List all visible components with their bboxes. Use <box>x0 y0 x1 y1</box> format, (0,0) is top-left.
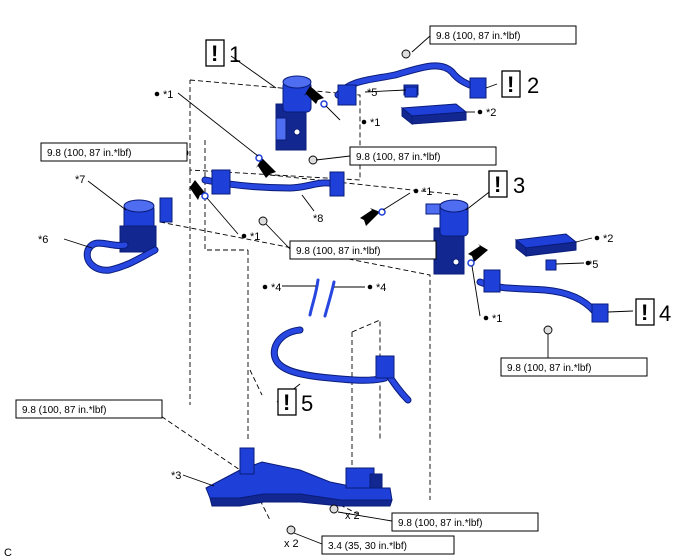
torque-label: 9.8 (100, 87 in.*lbf) <box>47 148 132 159</box>
torque-label: 9.8 (100, 87 in.*lbf) <box>356 152 441 163</box>
svg-text:!: ! <box>494 172 501 197</box>
svg-text:2: 2 <box>527 73 539 98</box>
callout-star6: *6 <box>38 234 48 246</box>
callout-star5: *5 <box>367 87 377 99</box>
torque-box-left: 9.8 (100, 87 in.*lbf) <box>40 142 188 162</box>
svg-text:!: ! <box>507 72 514 97</box>
torque-box-right: 9.8 (100, 87 in.*lbf) <box>500 357 648 377</box>
torque-box-center: 9.8 (100, 87 in.*lbf) <box>289 240 437 260</box>
callout-item-3: ! 3 <box>488 170 525 198</box>
solenoid-valve-1 <box>275 75 312 151</box>
star-callouts: *1 *1 *1 *1 *1 *2 *2 *3 *4 *4 *5 *5 *6 *… <box>38 87 613 482</box>
callout-star2: *2 <box>603 233 613 245</box>
torque-box-mid: 9.8 (100, 87 in.*lbf) <box>349 146 497 166</box>
quantity-label: x 2 <box>345 510 360 522</box>
o-rings-1 <box>201 100 475 267</box>
callout-item-4: ! 4 <box>635 298 671 326</box>
callout-star4: *4 <box>376 282 386 294</box>
torque-label: 9.8 (100, 87 in.*lbf) <box>22 405 107 416</box>
bracket-3 <box>205 447 393 507</box>
callout-star1: *1 <box>492 313 502 325</box>
callout-star1: *1 <box>163 89 173 101</box>
callout-star4: *4 <box>271 282 281 294</box>
svg-text:!: ! <box>641 300 648 325</box>
dashed-guide-lines <box>154 79 461 521</box>
pad-2-upper <box>400 103 468 126</box>
hoses-4 <box>308 278 336 318</box>
brake-pipe-6 <box>83 197 173 274</box>
torque-box-bottom-left: 9.8 (100, 87 in.*lbf) <box>15 399 163 419</box>
svg-text:!: ! <box>283 390 290 415</box>
svg-text:3: 3 <box>513 173 525 198</box>
brake-pipe-4 <box>476 269 609 323</box>
brake-pipe-5 <box>270 326 412 404</box>
clip-5-right <box>545 259 557 271</box>
svg-text:5: 5 <box>301 391 313 416</box>
clip-5-upper <box>404 86 418 98</box>
callout-star1: *1 <box>422 186 432 198</box>
torque-box-bottom: 9.8 (100, 87 in.*lbf) <box>391 512 539 532</box>
callout-item-2: ! 2 <box>501 70 539 98</box>
svg-text:!: ! <box>211 41 218 66</box>
callout-star7: *7 <box>75 174 85 186</box>
direction-arrows <box>188 86 488 262</box>
callout-item-1: ! 1 <box>205 39 241 67</box>
brake-pipe-2 <box>334 62 487 106</box>
svg-text:1: 1 <box>229 42 241 67</box>
callout-star3: *3 <box>171 470 181 482</box>
callout-star2: *2 <box>486 107 496 119</box>
quantity-label: x 2 <box>284 538 299 550</box>
callout-star5: *5 <box>588 259 598 271</box>
callout-star1: *1 <box>370 117 380 129</box>
brake-pipe-8 <box>201 169 345 197</box>
callout-star8: *8 <box>313 213 323 225</box>
torque-label: 9.8 (100, 87 in.*lbf) <box>436 31 521 42</box>
solenoid-valve-3 <box>425 199 469 275</box>
figure-corner-label: C <box>4 547 12 559</box>
torque-label: 9.8 (100, 87 in.*lbf) <box>398 518 483 529</box>
torque-label: 9.8 (100, 87 in.*lbf) <box>507 363 592 374</box>
torque-box-top: 9.8 (100, 87 in.*lbf) <box>429 25 577 45</box>
torque-label: 9.8 (100, 87 in.*lbf) <box>296 246 381 257</box>
torque-label-small: 3.4 (35, 30 in.*lbf) <box>328 541 407 552</box>
torque-box-bottom-small: 3.4 (35, 30 in.*lbf) <box>321 535 455 555</box>
pad-2-right <box>514 233 578 258</box>
callout-item-5: ! 5 <box>277 388 313 416</box>
svg-text:4: 4 <box>659 301 671 326</box>
callout-star1: *1 <box>250 231 260 243</box>
